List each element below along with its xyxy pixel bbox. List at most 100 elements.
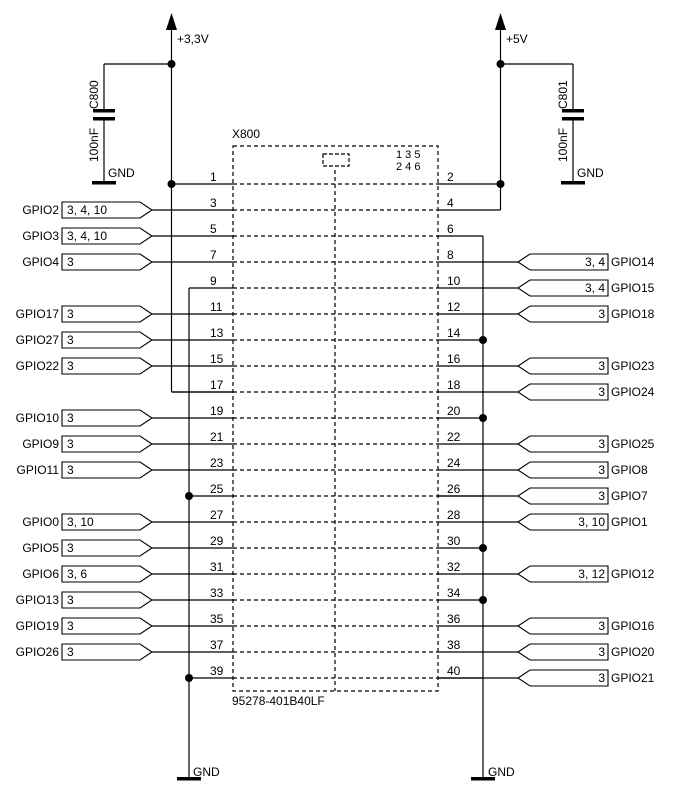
signal-flag-shape <box>517 617 609 635</box>
pin-number-even: 16 <box>447 352 461 366</box>
signal-name: GPIO6 <box>22 567 59 581</box>
signal-name: GPIO25 <box>611 437 655 451</box>
signal-ref: 3 <box>598 307 605 321</box>
signal-flag-gpio16: 3 GPIO16 <box>438 617 655 635</box>
signal-name: GPIO19 <box>16 619 60 633</box>
signal-ref: 3 <box>67 307 74 321</box>
pin-number-even: 2 <box>447 170 454 184</box>
pin-number-even: 10 <box>447 274 461 288</box>
junction-dot <box>479 414 487 422</box>
signal-flag-shape <box>61 513 153 531</box>
signal-ref: 3 <box>67 411 74 425</box>
signal-flag-shape <box>61 201 153 219</box>
pin-number-even: 18 <box>447 378 461 392</box>
capacitor-c801-ref: C801 <box>556 80 570 109</box>
signal-flag-shape <box>517 487 609 505</box>
signal-ref: 3, 4 <box>585 255 605 269</box>
signal-name: GPIO16 <box>611 619 655 633</box>
junction-dot <box>185 492 193 500</box>
signal-flag-gpio10: GPIO10 3 <box>16 409 233 427</box>
pin-number-odd: 3 <box>210 196 217 210</box>
signal-ref: 3 <box>67 333 74 347</box>
junctions <box>167 180 505 682</box>
signal-name: GPIO22 <box>16 359 60 373</box>
pin-number-odd: 1 <box>210 170 217 184</box>
signal-name: GPIO1 <box>611 515 648 529</box>
pin-number-even: 22 <box>447 430 461 444</box>
signal-name: GPIO9 <box>22 437 59 451</box>
connector-key-even: 2 4 6 <box>396 161 420 173</box>
pin-number-even: 26 <box>447 482 461 496</box>
signal-flag-shape <box>61 643 153 661</box>
pin-number-even: 28 <box>447 508 461 522</box>
signal-ref: 3 <box>598 463 605 477</box>
signal-flag-shape <box>517 357 609 375</box>
supply-3v3-arrow-icon <box>166 13 177 30</box>
pin-number-odd: 33 <box>210 586 224 600</box>
signal-name: GPIO14 <box>611 255 655 269</box>
signal-ref: 3 <box>598 645 605 659</box>
signal-flag-shape <box>517 643 609 661</box>
signal-ref: 3, 4, 10 <box>67 229 107 243</box>
signal-flag-gpio1: 3, 10 GPIO1 <box>438 513 648 531</box>
capacitor-c801-plate-bottom <box>562 117 584 121</box>
signal-name: GPIO11 <box>17 463 60 477</box>
signal-ref: 3 <box>67 255 74 269</box>
junction-3v3-top <box>167 60 176 68</box>
junction-dot <box>167 180 176 188</box>
signal-flag-shape <box>61 409 153 427</box>
pin-number-odd: 37 <box>210 638 224 652</box>
pin-number-even: 34 <box>447 586 461 600</box>
signal-name: GPIO20 <box>611 645 655 659</box>
signal-flag-shape <box>61 227 153 245</box>
signal-name: GPIO17 <box>16 307 60 321</box>
pin-number-even: 38 <box>447 638 461 652</box>
signal-flag-gpio14: 3, 4 GPIO14 <box>438 253 655 271</box>
signal-flag-shape <box>517 461 609 479</box>
connector-part-number: 95278-401B40LF <box>232 694 325 708</box>
pin-number-even: 36 <box>447 612 461 626</box>
signal-ref: 3 <box>598 619 605 633</box>
gnd-rail-right: GND <box>471 236 515 781</box>
pin-number-odd: 31 <box>210 560 224 574</box>
capacitor-c800-value: 100nF <box>87 128 101 162</box>
signal-ref: 3, 10 <box>67 515 94 529</box>
gnd-bottom-left-label: GND <box>193 765 220 779</box>
signal-ref: 3, 4 <box>585 281 605 295</box>
signal-name: GPIO10 <box>16 411 60 425</box>
pin-number-odd: 29 <box>210 534 224 548</box>
signal-ref: 3 <box>67 437 74 451</box>
signal-flag-shape <box>61 305 153 323</box>
signal-name: GPIO23 <box>611 359 655 373</box>
signal-ref: 3, 12 <box>578 567 605 581</box>
supply-3v3-label: +3,3V <box>177 32 209 46</box>
junction-dot <box>185 674 193 682</box>
capacitor-c801-gnd-label: GND <box>577 166 604 180</box>
capacitor-c800-ref: C800 <box>87 80 101 109</box>
signal-flag-shape <box>61 565 153 583</box>
signal-ref: 3, 10 <box>578 515 605 529</box>
junction-dot <box>479 544 487 552</box>
pin-number-odd: 23 <box>210 456 224 470</box>
pin-number-odd: 9 <box>210 274 217 288</box>
signal-flag-gpio17: GPIO17 3 <box>16 305 233 323</box>
signal-name: GPIO26 <box>16 645 60 659</box>
signal-flag-shape <box>517 513 609 531</box>
signal-flag-shape <box>61 331 153 349</box>
